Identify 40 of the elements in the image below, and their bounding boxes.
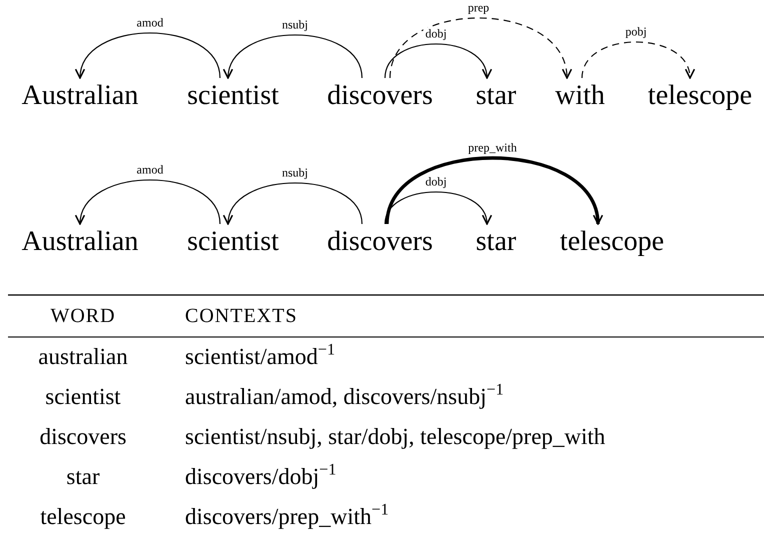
dependency-arrow	[581, 42, 694, 79]
word-token: telescope	[648, 80, 752, 112]
column-header: CONTEXTS	[185, 304, 298, 329]
word-token: discovers	[327, 80, 433, 112]
word-token: star	[476, 80, 516, 112]
table-cell: scientist	[45, 383, 121, 411]
table-cell: discovers/prep_with$^{−1}$	[185, 503, 389, 531]
dependency-arrow	[385, 156, 602, 225]
dependency-arrow	[76, 32, 221, 79]
table-cell: australian/amod, discovers/nsubj$^{−1}$	[185, 383, 504, 411]
edge-label: dobj	[423, 28, 449, 40]
edge-label: amod	[134, 164, 166, 176]
edge-label: pobj	[623, 26, 649, 38]
dependency-arrow	[389, 18, 570, 79]
edge-label: nsubj	[280, 18, 310, 32]
edge-label: nsubj	[280, 166, 310, 180]
table-cell: discovers	[40, 423, 126, 451]
word-token: Australian	[22, 80, 138, 112]
word-token: Australian	[22, 226, 138, 258]
word-token: telescope	[560, 226, 664, 258]
dependency-arrow	[224, 182, 363, 225]
word-token: star	[476, 226, 516, 258]
table-cell: star	[66, 463, 100, 491]
column-header: WORD	[50, 304, 116, 329]
word-token: with	[555, 80, 605, 112]
dependency-arrow	[384, 44, 490, 79]
word-token: scientist	[187, 80, 279, 112]
table-cell: australian	[38, 343, 128, 371]
edge-label: amod	[134, 16, 166, 30]
word-token: scientist	[187, 226, 279, 258]
dependency-arrow	[384, 192, 490, 225]
edge-label: dobj	[423, 176, 449, 188]
word-token: discovers	[327, 226, 433, 258]
table-cell: scientist/amod$^{−1}$	[185, 343, 335, 371]
dependency-arrow	[224, 34, 363, 79]
table-cell: scientist/nsubj, star/dobj, telescope/prep_with	[185, 423, 606, 451]
edge-label: prep_with	[466, 142, 519, 154]
table-cell: telescope	[40, 503, 126, 531]
table-cell: discovers/dobj$^{−1}$	[185, 463, 336, 491]
dependency-arrow	[76, 180, 221, 225]
